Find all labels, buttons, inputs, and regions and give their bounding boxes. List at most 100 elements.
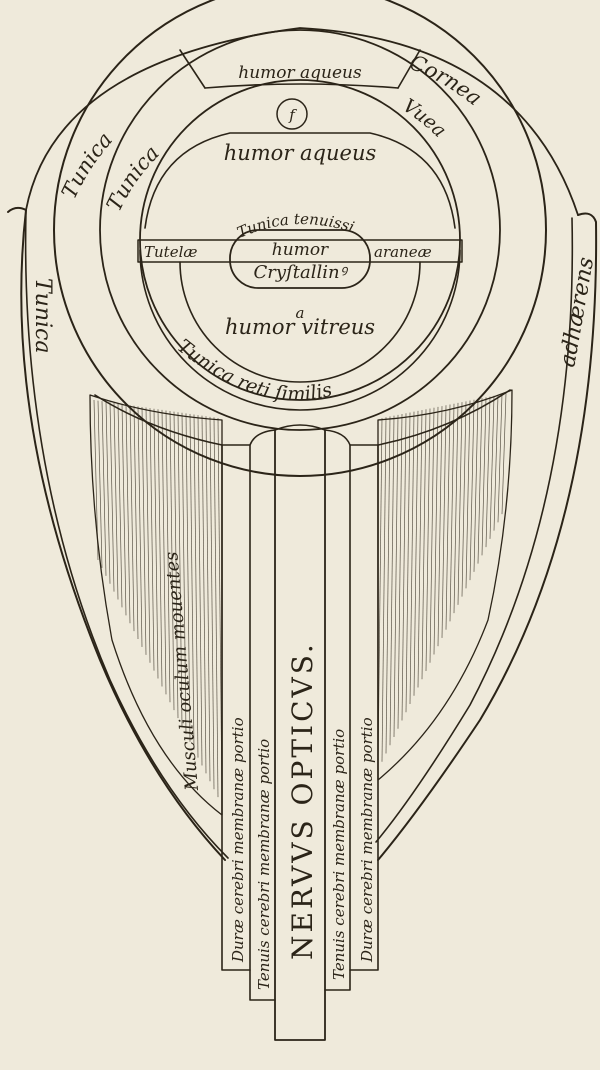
lens-group bbox=[137, 229, 463, 289]
left-muscle-hatch-line-9 bbox=[129, 405, 135, 632]
right-muscle-hatch-line-29 bbox=[493, 394, 499, 531]
right-muscle-hatch-line-17 bbox=[445, 404, 451, 630]
right-muscle-hatch-line-18 bbox=[449, 403, 455, 622]
left-muscle-hatch-line-30 bbox=[213, 417, 219, 798]
right-muscle-hatch-line-16 bbox=[441, 405, 447, 638]
humor-aqueus-inner-label: humor aqueus bbox=[224, 141, 377, 165]
right-muscle-hatch-line-11 bbox=[421, 409, 427, 680]
tunica-left-outer-label: Tunica bbox=[30, 278, 55, 354]
right-muscle-hatch-line-10 bbox=[417, 410, 423, 688]
left-muscle-hatch-line-19 bbox=[169, 411, 175, 711]
araneae-label: araneæ bbox=[374, 243, 432, 261]
right-muscle-hatch-line-3 bbox=[389, 415, 395, 746]
right-muscle-hatching bbox=[377, 393, 507, 771]
crystalline-lens bbox=[229, 229, 371, 289]
adhaerens-label: adhærens bbox=[555, 255, 599, 369]
cornea-divider-right bbox=[397, 49, 421, 89]
left-muscle-hatch-line-5 bbox=[113, 402, 119, 600]
tunica-tenuissima-label: Tunica tenuissi bbox=[234, 210, 356, 242]
right-muscle-hatch-line-24 bbox=[473, 398, 479, 572]
nerve-outer-curve-left bbox=[94, 394, 223, 446]
optic-nerve bbox=[94, 389, 511, 1041]
sclera-outer-circle bbox=[53, 0, 547, 477]
right-muscle-hatch-line-28 bbox=[489, 395, 495, 539]
tunica-outer-curves bbox=[7, 27, 598, 861]
right-muscle-hatch-line-5 bbox=[397, 414, 403, 729]
right-muscle-hatch-line-2 bbox=[385, 416, 391, 754]
left-muscle-hatch-line-10 bbox=[133, 405, 139, 640]
right-muscle-hatch-line-13 bbox=[429, 407, 435, 663]
left-muscle-hatch-line-2 bbox=[101, 401, 107, 576]
left-muscle-hatch-line-15 bbox=[153, 408, 159, 679]
tunica-outer-right-curve bbox=[377, 212, 598, 861]
letter-a-label: a bbox=[296, 304, 305, 322]
humor-vitreus-label: humor vitreus bbox=[225, 315, 375, 339]
humor-lens-label: humor bbox=[272, 240, 329, 260]
left-muscle-hatch-line-7 bbox=[121, 404, 127, 616]
nerve-core bbox=[274, 429, 326, 1041]
left-muscle-hatch-line-21 bbox=[177, 412, 183, 726]
left-muscle-hatch-line-26 bbox=[197, 415, 203, 766]
nerve-core-bridge bbox=[274, 424, 326, 431]
tunica-upper-inner-label: Tunica bbox=[102, 141, 164, 215]
f-circle bbox=[276, 98, 308, 130]
retina-arc bbox=[139, 249, 461, 411]
vitreous-arc bbox=[179, 261, 421, 383]
right-muscle-hatch-line-23 bbox=[469, 399, 475, 581]
tunica-inner-left-curve bbox=[24, 209, 229, 859]
tenuis-left-label: Tenuis cerebri membranæ portio bbox=[255, 739, 273, 990]
right-muscle-hatch-line-8 bbox=[409, 411, 415, 704]
tunica-retina-label: Tunica reti ſimilis bbox=[173, 335, 334, 405]
right-muscle-hatch-line-6 bbox=[401, 413, 407, 721]
tunica-inner-right-curve bbox=[375, 217, 574, 843]
right-muscle-hatch-line-21 bbox=[461, 401, 467, 597]
nerve-outer-curve-right bbox=[377, 389, 511, 446]
durae-left-sheath bbox=[221, 444, 251, 971]
sclera-inner-circle bbox=[99, 29, 501, 431]
left-muscle-hatch-line-29 bbox=[209, 416, 215, 790]
letter-f-label: f bbox=[288, 106, 297, 124]
cornea-divider-left bbox=[179, 49, 206, 89]
right-muscle-hatch-line-22 bbox=[465, 400, 471, 589]
right-muscle-hatch-line-26 bbox=[481, 397, 487, 556]
aqueous-top-line bbox=[204, 83, 399, 89]
durae-left-label: Duræ cerebri membranæ portio bbox=[229, 717, 247, 963]
right-muscle-hatch-line-20 bbox=[457, 402, 463, 605]
nervus-opticus-label: NERVVS OPTICVS. bbox=[286, 641, 319, 960]
tunica-outer-top-arc bbox=[25, 27, 579, 216]
right-muscle-hatch-line-7 bbox=[405, 412, 411, 713]
left-muscle-hatch-line-3 bbox=[105, 401, 111, 584]
uvea-label: Vuea bbox=[399, 95, 451, 142]
left-muscle-hatch-line-11 bbox=[137, 406, 143, 647]
left-muscle-hatch-line-20 bbox=[173, 411, 179, 719]
left-muscle-hatch-line-22 bbox=[181, 412, 187, 734]
membrane-band bbox=[137, 239, 463, 263]
right-muscle-hatch-line-19 bbox=[453, 402, 459, 614]
left-muscle-hatch-line-14 bbox=[149, 408, 155, 671]
lens-chamber-top-arc bbox=[144, 132, 456, 229]
left-muscle-hatch-line-0 bbox=[93, 399, 99, 561]
labels: Tunica Tunica Cornea Vuea Tunica adhæren… bbox=[30, 50, 599, 990]
tenuis-right-label: Tenuis cerebri membranæ portio bbox=[330, 729, 348, 980]
left-muscle-hatch-line-6 bbox=[117, 403, 123, 608]
tutelae-label: Tutelæ bbox=[144, 243, 197, 261]
left-muscle-hatch-line-27 bbox=[201, 415, 207, 774]
left-muscle-hatch-line-24 bbox=[189, 413, 195, 750]
left-muscle-hatch-line-23 bbox=[185, 413, 191, 742]
right-muscle-hatch-line-27 bbox=[485, 396, 491, 548]
durae-right-sheath bbox=[349, 444, 379, 971]
left-muscle-hatch-line-12 bbox=[141, 406, 147, 655]
muscles-group bbox=[89, 389, 513, 816]
right-muscle-hatch-line-14 bbox=[433, 406, 439, 655]
right-muscle-hatch-line-9 bbox=[413, 410, 419, 696]
right-muscle-hatch-line-30 bbox=[497, 394, 503, 523]
right-muscle-hatch-line-1 bbox=[381, 417, 387, 762]
left-muscle-hatch-line-4 bbox=[109, 402, 115, 592]
right-muscle-hatch-line-15 bbox=[437, 406, 443, 647]
right-muscle-hatch-line-12 bbox=[425, 408, 431, 671]
left-muscle-hatch-line-28 bbox=[205, 416, 211, 782]
left-muscle-hatch-line-8 bbox=[125, 404, 131, 624]
left-muscle-hatching bbox=[93, 399, 223, 806]
left-muscle-hatch-line-13 bbox=[145, 407, 151, 663]
right-muscle-hatch-line-31 bbox=[501, 393, 507, 515]
